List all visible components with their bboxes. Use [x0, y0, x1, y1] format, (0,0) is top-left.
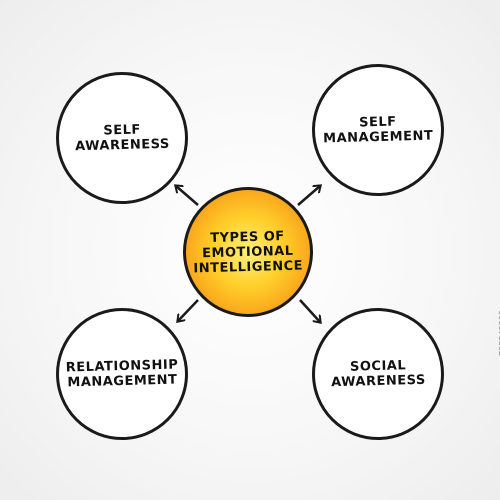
- arrow-to-self-awareness: [176, 186, 199, 206]
- node-label-social-awareness: SOCIAL AWARENESS: [330, 358, 426, 391]
- node-social-awareness: SOCIAL AWARENESS: [312, 308, 444, 440]
- node-relationship-management: RELATIONSHIP MANAGEMENT: [56, 308, 188, 440]
- node-label-self-management: SELF MANAGEMENT: [322, 114, 434, 147]
- arrow-to-relationship-management: [178, 299, 199, 321]
- central-node-label: TYPES OF EMOTIONAL INTELLIGENCE: [193, 228, 304, 276]
- node-label-relationship-management: RELATIONSHIP MANAGEMENT: [65, 357, 179, 391]
- node-label-self-awareness: SELF AWARENESS: [74, 122, 170, 155]
- arrow-to-social-awareness: [299, 299, 320, 322]
- arrow-to-self-management: [297, 186, 320, 206]
- central-node: TYPES OF EMOTIONAL INTELLIGENCE: [183, 187, 313, 317]
- node-self-management: SELF MANAGEMENT: [312, 64, 444, 196]
- node-self-awareness: SELF AWARENESS: [56, 72, 188, 204]
